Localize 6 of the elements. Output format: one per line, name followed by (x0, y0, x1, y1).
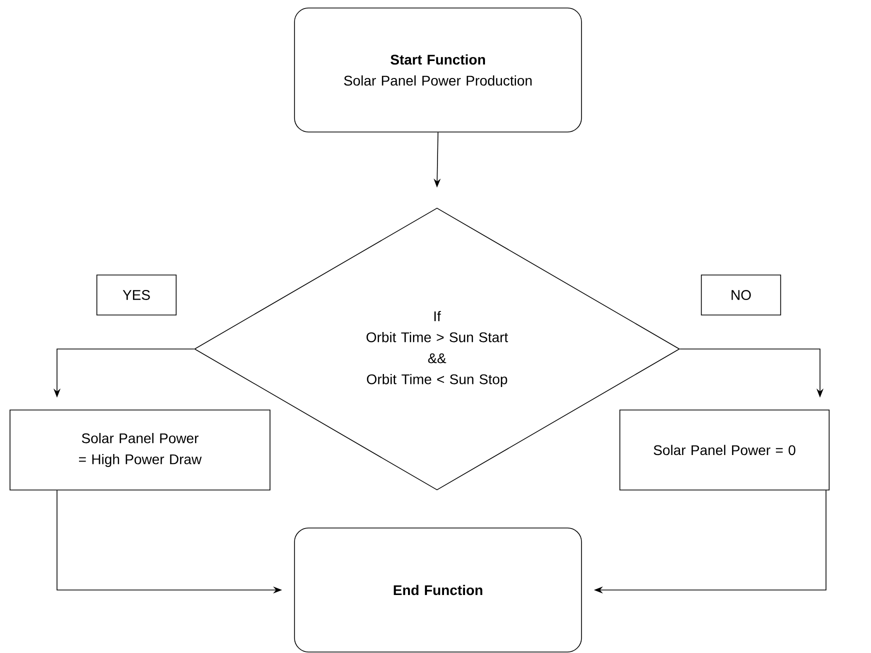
label-box: NO (700, 274, 782, 316)
start-box: Start Function Solar Panel Power Production (294, 8, 582, 132)
process-box: Solar Panel Power = 0 (619, 410, 830, 490)
process-box: Solar Panel Power = High Power Draw (10, 410, 270, 490)
label-box: YES (96, 274, 177, 316)
end-box: End Function (294, 528, 582, 652)
